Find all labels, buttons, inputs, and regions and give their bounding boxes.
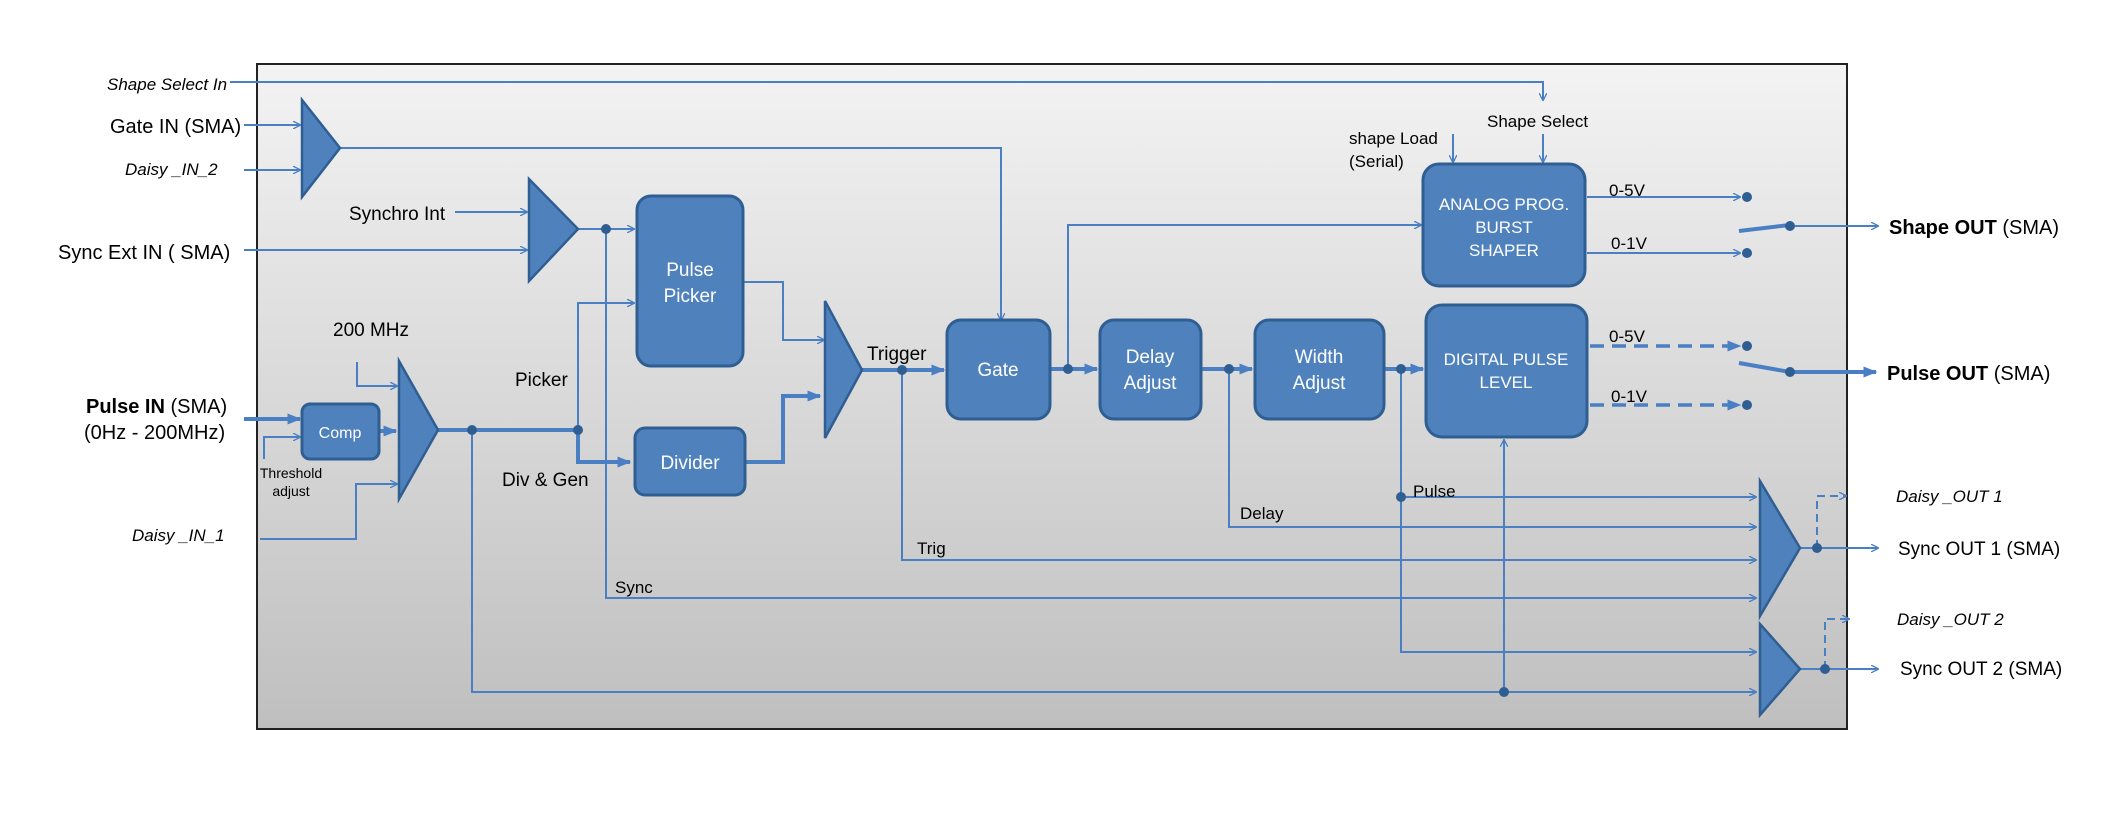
- pulse-picker-label-line2: Picker: [664, 286, 717, 307]
- signal-wires: [230, 81, 1878, 692]
- junction-dots: [467, 192, 1830, 697]
- digital-0-1v-label: 0-1V: [1611, 387, 1648, 406]
- analog-shaper-label-line2: BURST: [1475, 218, 1533, 237]
- trigger-amp: [823, 300, 864, 439]
- shape-out-label-bold: Shape OUT: [1889, 217, 1997, 239]
- trigger-label: Trigger: [867, 344, 927, 365]
- sync-ext-in-label: Sync Ext IN ( SMA): [58, 242, 230, 264]
- pulse-in-label: Pulse IN (SMA): [86, 396, 227, 418]
- sync-select-amp: [527, 175, 580, 285]
- sync-out-1-amp: [1758, 476, 1802, 621]
- shape-load-label-line2: (Serial): [1349, 152, 1404, 171]
- gate-block: Gate: [945, 318, 1052, 421]
- shape-load-label-line1: shape Load: [1349, 129, 1438, 148]
- width-adjust-label-line2: Adjust: [1293, 373, 1347, 394]
- picker-label: Picker: [515, 370, 568, 391]
- div-gen-label: Div & Gen: [502, 470, 589, 491]
- delay-adjust-block: Delay Adjust: [1098, 318, 1203, 421]
- daisy-in-2-label: Daisy _IN_2: [125, 160, 218, 179]
- daisy-in-1-label: Daisy _IN_1: [132, 526, 225, 545]
- gate-label: Gate: [977, 360, 1018, 381]
- delay-adjust-label-line1: Delay: [1126, 347, 1175, 368]
- pulse-in-label-bold: Pulse IN: [86, 396, 165, 418]
- analog-shaper-label-line1: ANALOG PROG.: [1439, 195, 1569, 214]
- comp-block: Comp: [300, 402, 381, 461]
- threshold-label-line1: Threshold: [260, 465, 322, 481]
- analog-shaper-label-line3: SHAPER: [1469, 241, 1539, 260]
- pulse-picker-block: Pulse Picker: [635, 194, 745, 368]
- delay-adjust-label-line2: Adjust: [1124, 373, 1178, 394]
- pulse-out-label-rest: (SMA): [1988, 363, 2050, 385]
- pulse-in-range-label: (0Hz - 200MHz): [84, 422, 225, 444]
- shape-select-in-label: Shape Select In: [107, 75, 227, 94]
- comp-block-label: Comp: [319, 425, 362, 442]
- pulse-tap-label: Pulse: [1413, 482, 1456, 501]
- digital-0-5v-label: 0-5V: [1609, 327, 1646, 346]
- pulse-input-amp: [397, 356, 440, 504]
- daisy-out-1-label: Daisy _OUT 1: [1896, 487, 2003, 506]
- shape-out-label-rest: (SMA): [1997, 217, 2059, 239]
- gate-in-label: Gate IN (SMA): [110, 116, 241, 138]
- digital-pulse-label-line1: DIGITAL PULSE: [1444, 350, 1569, 369]
- analog-shaper-block: ANALOG PROG. BURST SHAPER: [1421, 162, 1587, 288]
- system-panel: [256, 63, 1848, 730]
- divider-label: Divider: [660, 453, 720, 474]
- width-adjust-label-line1: Width: [1295, 347, 1344, 368]
- shape-select-label: Shape Select: [1487, 112, 1588, 131]
- digital-pulse-label-line2: LEVEL: [1480, 373, 1533, 392]
- delay-tap-label: Delay: [1240, 504, 1284, 523]
- threshold-label-line2: adjust: [272, 483, 309, 499]
- sync-out-1-label: Sync OUT 1 (SMA): [1898, 539, 2060, 560]
- shape-out-label: Shape OUT (SMA): [1889, 217, 2059, 239]
- daisy-out-2-label: Daisy _OUT 2: [1897, 610, 2004, 629]
- pulse-out-label: Pulse OUT (SMA): [1887, 363, 2050, 385]
- trig-tap-label: Trig: [917, 539, 946, 558]
- analog-0-1v-label: 0-1V: [1611, 234, 1648, 253]
- sync-out-2-amp: [1758, 620, 1802, 719]
- width-adjust-block: Width Adjust: [1253, 318, 1386, 421]
- gate-input-amp: [300, 96, 342, 201]
- synchro-int-label: Synchro Int: [349, 204, 446, 225]
- pulse-out-label-bold: Pulse OUT: [1887, 363, 1988, 385]
- analog-0-5v-label: 0-5V: [1609, 181, 1646, 200]
- pulse-picker-label-line1: Pulse: [666, 260, 714, 281]
- digital-pulse-block: DIGITAL PULSE LEVEL: [1424, 303, 1589, 439]
- mhz-200-label: 200 MHz: [333, 320, 409, 341]
- sync-tap-label: Sync: [615, 578, 653, 597]
- divider-block: Divider: [633, 426, 747, 497]
- sync-out-2-label: Sync OUT 2 (SMA): [1900, 659, 2062, 680]
- pulse-in-label-rest: (SMA): [165, 396, 227, 418]
